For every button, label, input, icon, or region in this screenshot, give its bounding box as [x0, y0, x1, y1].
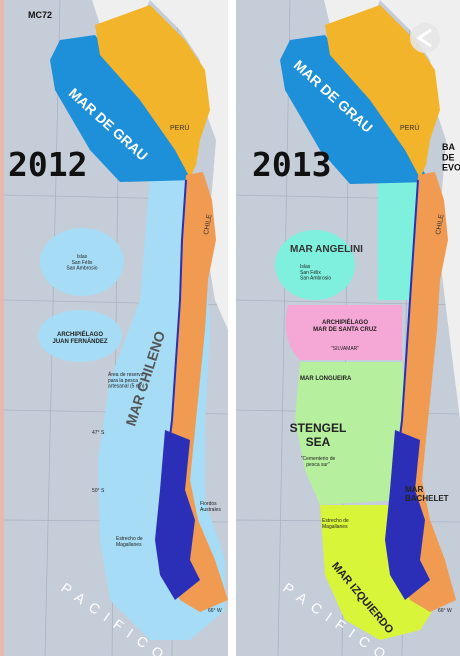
share-button[interactable] [410, 23, 440, 53]
share-icon[interactable] [410, 23, 440, 53]
right-sea-1-label: MAR ANGELINI [290, 244, 363, 255]
share-icon-glyph [416, 28, 432, 48]
right-coastline [395, 179, 419, 471]
left-year: 2012 [8, 145, 87, 184]
corner-label: MC72 [28, 10, 52, 20]
left-peru-label: PERÚ [170, 123, 189, 132]
left-mar-de-grau [50, 35, 195, 182]
left-lat-2: 50° S [92, 488, 105, 494]
right-mar-de-grau [280, 35, 430, 184]
left-chile-label: CHILE [203, 214, 214, 236]
left-islands-zone [40, 228, 124, 296]
right-longueira-zone [295, 362, 408, 505]
left-map-panel: MC72 2012 MAR DE GRAU PERÚ CHILE MAR CHI… [3, 0, 229, 661]
right-peru [325, 5, 440, 178]
right-sea-3-label: MAR LONGUEIRA [300, 376, 352, 382]
left-peru [95, 5, 210, 178]
left-juan-fernandez-zone [38, 310, 122, 362]
right-chile-label: CHILE [435, 214, 446, 236]
right-peru-label: PERÚ [400, 123, 419, 132]
left-lat-1: 47° S [92, 430, 105, 436]
right-fjords [385, 430, 430, 600]
left-fjords [155, 430, 200, 600]
right-neighbour-land [380, 0, 460, 420]
left-lon-label: 66° W [208, 608, 222, 614]
left-edge-strip [0, 0, 4, 656]
right-lon-label: 66° W [438, 608, 452, 614]
right-sea-2-sub: "SILVAMAR" [331, 346, 359, 352]
panel-divider [228, 0, 236, 656]
left-coastline [165, 179, 187, 471]
right-year: 2013 [252, 145, 331, 184]
right-mar-angelini-zone [275, 230, 355, 300]
right-santa-cruz-zone [285, 305, 402, 360]
